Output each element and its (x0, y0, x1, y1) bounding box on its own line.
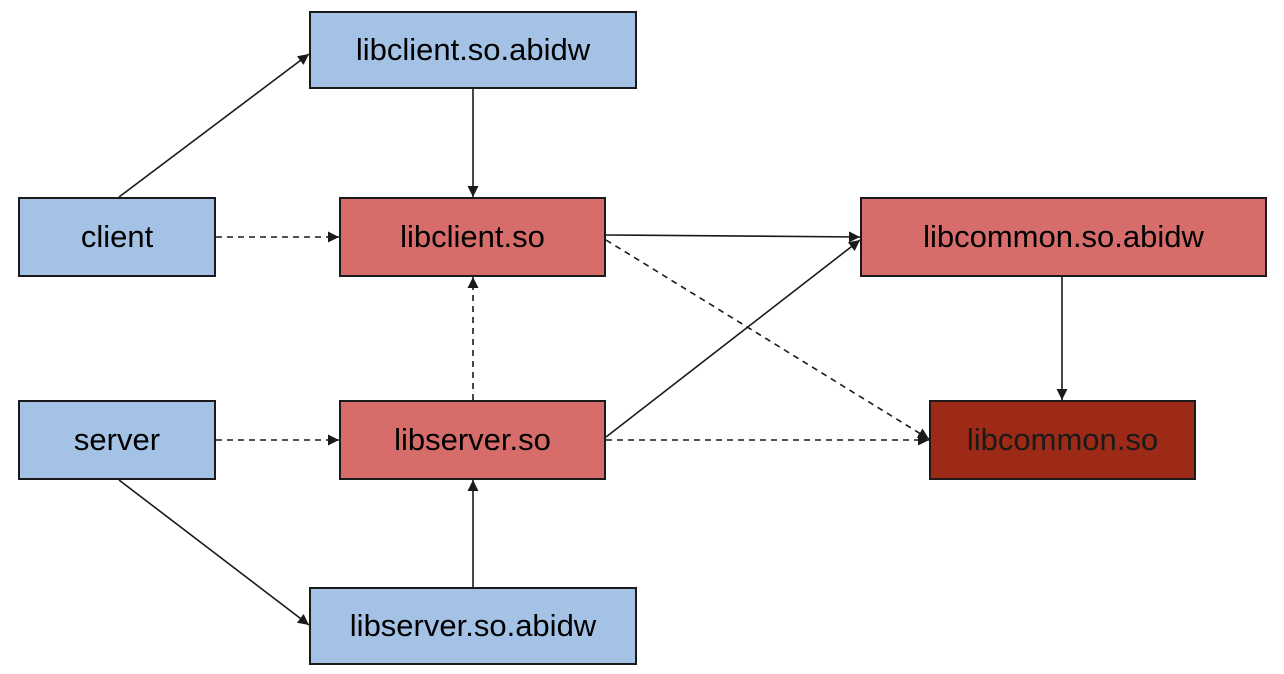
node-server[interactable]: server (18, 400, 216, 480)
node-libserver-so-abidw[interactable]: libserver.so.abidw (309, 587, 637, 665)
edge-server-to-libserver-abidw (118, 479, 310, 626)
node-label: server (73, 422, 161, 457)
node-label: libserver.so (394, 422, 551, 457)
node-label: libcommon.so (966, 422, 1159, 457)
edge-libclient-to-libcommon-abidw (605, 231, 861, 243)
edge-client-to-libclient-abidw (118, 53, 310, 198)
node-libclient-so-abidw[interactable]: libclient.so.abidw (309, 11, 637, 89)
edge-libclient-to-libcommon (605, 239, 930, 440)
node-libcommon-so[interactable]: libcommon.so (929, 400, 1196, 480)
node-libcommon-so-abidw[interactable]: libcommon.so.abidw (860, 197, 1267, 277)
node-client[interactable]: client (18, 197, 216, 277)
node-libserver-so[interactable]: libserver.so (339, 400, 606, 480)
node-label: libserver.so.abidw (349, 608, 597, 643)
node-label: client (80, 219, 154, 254)
node-libclient-so[interactable]: libclient.so (339, 197, 606, 277)
node-label: libclient.so.abidw (355, 32, 591, 67)
node-label: libcommon.so.abidw (923, 219, 1204, 254)
node-label: libclient.so (400, 219, 545, 254)
edge-libserver-to-libcommon-abidw (605, 239, 861, 438)
